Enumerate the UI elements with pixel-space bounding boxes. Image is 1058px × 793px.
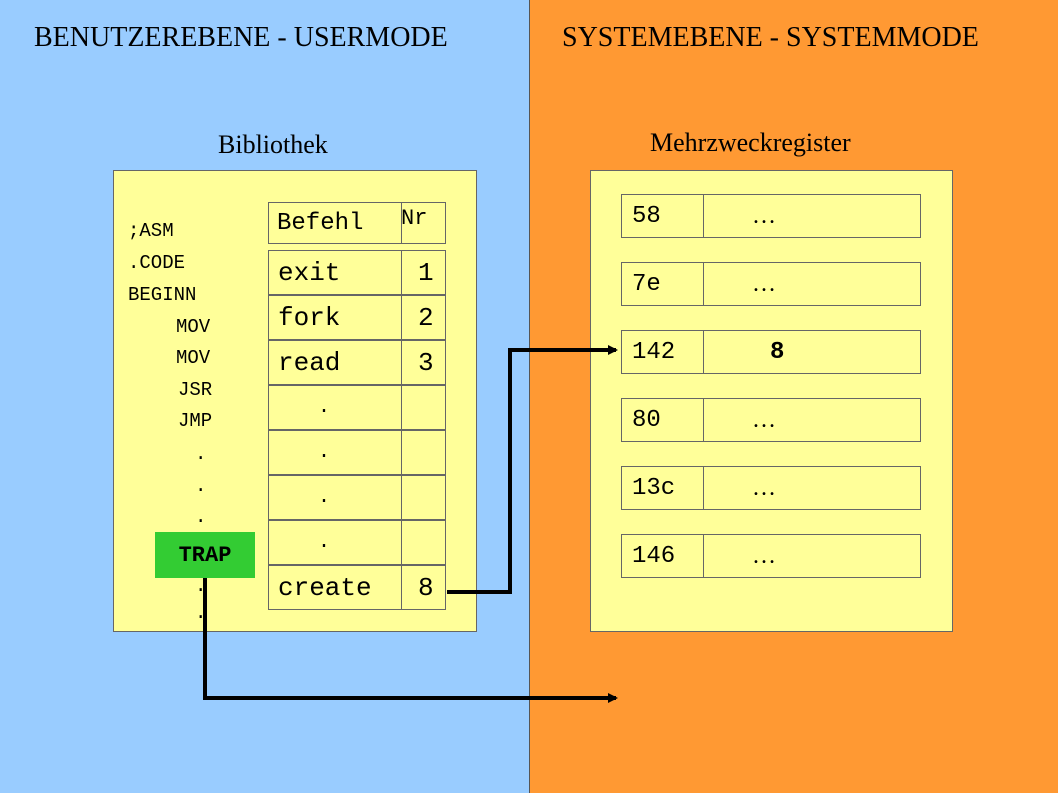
register-address: 7e (622, 263, 704, 305)
asm-line: ;ASM (128, 220, 174, 242)
asm-line: . (195, 575, 207, 597)
table-nr: 1 (418, 258, 434, 288)
asm-line: MOV (176, 316, 211, 338)
trap-to-system-arrow (203, 578, 618, 703)
system-mode-heading: SYSTEMEBENE - SYSTEMMODE (562, 22, 979, 53)
register-address: 80 (622, 399, 704, 441)
table-row (268, 520, 402, 565)
table-row (268, 475, 402, 520)
register-address: 146 (622, 535, 704, 577)
create-to-register-arrow (447, 345, 618, 594)
table-row (401, 385, 446, 430)
asm-line: . (195, 443, 207, 465)
register-address: 142 (622, 331, 704, 373)
register-row: 13c … (621, 466, 921, 510)
asm-line: .CODE (128, 252, 186, 274)
table-row (401, 520, 446, 565)
register-row: 142 8 (621, 330, 921, 374)
asm-line: MOV (176, 347, 211, 369)
register-value: … (752, 542, 776, 569)
table-command: . (318, 531, 331, 554)
table-row (401, 475, 446, 520)
table-row (401, 565, 446, 610)
table-command: read (278, 348, 341, 378)
registers-title: Mehrzweckregister (650, 128, 851, 157)
table-command: . (318, 396, 331, 419)
table-row (268, 295, 402, 340)
asm-line: . (195, 602, 207, 624)
register-address: 13c (622, 467, 704, 509)
table-header-command: Befehl (277, 210, 364, 237)
table-command: . (318, 441, 331, 464)
register-address: 58 (622, 195, 704, 237)
user-mode-heading: BENUTZEREBENE - USERMODE (34, 22, 448, 53)
table-row (268, 385, 402, 430)
register-value: 8 (770, 338, 785, 366)
table-nr: 2 (418, 303, 434, 333)
register-row: 58 … (621, 194, 921, 238)
register-value: … (752, 202, 776, 229)
register-value: … (752, 406, 776, 433)
table-nr: 8 (418, 573, 434, 603)
table-command: . (318, 486, 331, 509)
register-row: 7e … (621, 262, 921, 306)
asm-line: . (195, 475, 207, 497)
asm-line: . (195, 506, 207, 528)
asm-line: JSR (178, 379, 213, 401)
table-row (268, 565, 402, 610)
table-command: fork (278, 303, 341, 333)
register-value: … (752, 474, 776, 501)
asm-line: JMP (178, 410, 213, 432)
table-row (268, 340, 402, 385)
register-row: 146 … (621, 534, 921, 578)
table-row (401, 250, 446, 295)
table-command: create (278, 573, 372, 603)
table-row (401, 430, 446, 475)
register-row: 80 … (621, 398, 921, 442)
register-value: … (752, 270, 776, 297)
table-row (401, 295, 446, 340)
asm-line: BEGINN (128, 284, 197, 306)
table-nr: 3 (418, 348, 434, 378)
library-title: Bibliothek (218, 130, 328, 159)
table-header-command-cell (268, 202, 402, 244)
table-header-nr: Nr (401, 206, 428, 231)
table-command: exit (278, 258, 341, 288)
trap-instruction: TRAP (155, 532, 255, 578)
table-row (401, 340, 446, 385)
table-header-nr-cell (401, 202, 446, 244)
